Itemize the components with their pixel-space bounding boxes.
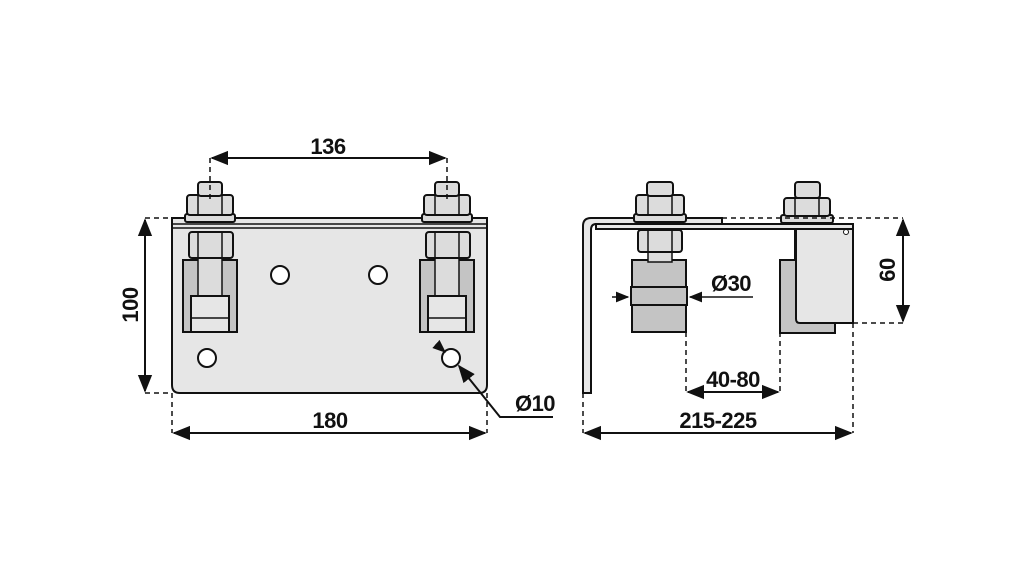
mounting-holes [197,265,461,368]
dim-adjust-range: 40-80 [706,367,760,392]
dim-plate-height: 100 [118,287,143,322]
hole [368,265,388,285]
front-view: 136 100 180 Ø10 [118,134,556,441]
dim-roller-diameter: Ø30 [711,271,751,296]
bolt-assembly-right [419,181,475,333]
hole [270,265,290,285]
hole [441,348,461,368]
bracket-plate [795,228,854,324]
dim-plate-width: 180 [312,408,347,433]
side-view: Ø30 40-80 215-225 60 [582,181,911,441]
dim-hole-diameter: Ø10 [515,391,555,416]
dim-bolt-spacing: 136 [310,134,345,159]
bolt-assembly-left [182,181,238,333]
mounting-plate [171,217,488,394]
dim-overall-width: 215-225 [679,408,757,433]
bolt-assembly-side [630,181,688,333]
dim-bracket-height: 60 [875,258,900,282]
hole [197,348,217,368]
